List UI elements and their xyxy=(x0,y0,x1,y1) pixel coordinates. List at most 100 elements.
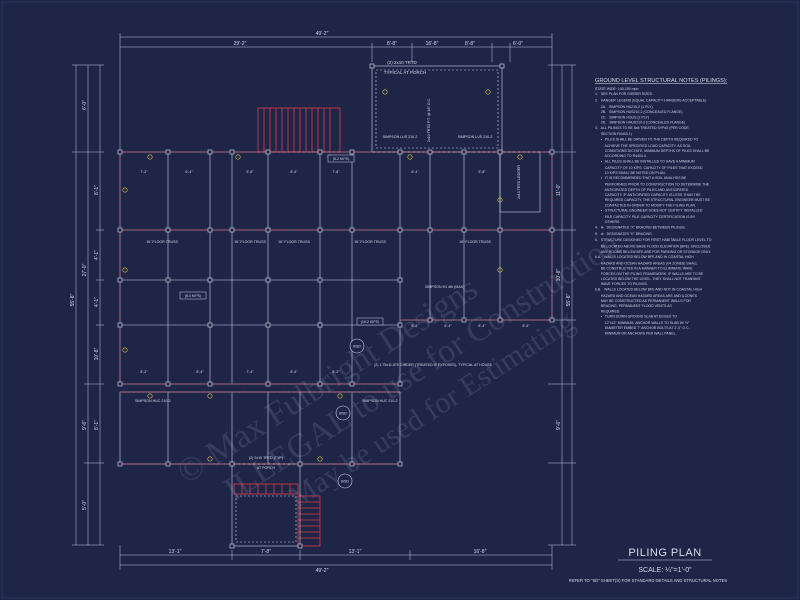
note-line: 4. ⊗ DESIGNATES "X" BRACING BETWEEN PILI… xyxy=(595,225,686,229)
floor-truss-5: 16" FLOOR TRUSS xyxy=(459,240,491,244)
simpson-h1-label: SIMPSON H1 4th (MAX) xyxy=(425,285,464,289)
bay-lower-2: 6'-4" xyxy=(196,370,204,374)
bay-lower-1: 8'-2" xyxy=(140,370,148,374)
note-line: 5. ⊗ DESIGNATES "K" BRACING. xyxy=(595,232,653,236)
dim-top-mid3: 8'-8" xyxy=(465,41,475,47)
note-line: ACCORDING TO R4404.4. xyxy=(595,154,647,158)
note-line: REQUIRED. xyxy=(595,309,620,313)
dim-row-left-1: 8'-1" xyxy=(94,185,100,195)
dim-bottom-2: 7'-8" xyxy=(261,549,271,555)
note-line: SECTION R4403.1) xyxy=(595,132,632,136)
note-line: WAVE FORCES TO PILINGS. xyxy=(595,282,648,286)
note-line: • ALL PILES SHALL BE INSTALLED TO HAVE A… xyxy=(595,159,695,163)
dim-bottom-3: 13'-1" xyxy=(349,549,362,555)
dim-bottom-total: 49'-2" xyxy=(316,568,329,574)
detail-bubble-2: 8/SD xyxy=(339,412,347,416)
floor-truss-4: 16" FLOOR TRUSS xyxy=(354,240,386,244)
dim-left-1: 6'-0" xyxy=(82,100,88,110)
dim-bottom-1: 13'-1" xyxy=(169,549,182,555)
lower-porch-label: AT PORCH xyxy=(257,466,276,470)
dim-right-2: 10'-8" xyxy=(556,268,562,281)
dim-left-total: 55'-8" xyxy=(70,293,76,306)
porch-side-label: 2x10 TRTD P.T. @ 16" O.C. xyxy=(427,98,431,142)
note-line: CAPACITY. IF ANTICIPATED CAPACITY IS LES… xyxy=(595,193,701,197)
dim-top-mid: 8'-8" xyxy=(387,41,397,47)
note-line: 2A. SIMPSON HU210-2 (1 PLY) xyxy=(595,105,653,109)
bay-lower-3: 7'-4" xyxy=(246,370,254,374)
note-line: 6.A. WALLS LOCATED BELOW BFE AND IN COAS… xyxy=(595,255,694,259)
dim-left-4: 5'-0" xyxy=(82,500,88,510)
note-line: HAZARD AND OCEAN HAZARD AREAS (V4 ZONES)… xyxy=(595,261,698,265)
detail-bubble-1: 8/SD xyxy=(353,345,361,349)
drawing-title: PILING PLAN xyxy=(628,547,701,559)
note-line: HAZARD AND OCEAN HAZARD AREAS ARE AND A … xyxy=(595,294,698,298)
bay-east-2: 6'-4" xyxy=(444,324,452,328)
note-line: PERFORMED PRIOR TO CONSTRUCTION TO DETER… xyxy=(595,183,710,187)
note-line: OTHERS. xyxy=(595,220,620,224)
structural-notes: GROUND LEVEL STRUCTURAL NOTES (PILINGS):… xyxy=(595,78,728,335)
dim-top-right: 6'-0" xyxy=(513,41,523,47)
simpson-huc-2: SIMPSON HUC 210-2 xyxy=(362,399,398,403)
bay-upper-1: 7'-2" xyxy=(140,170,148,174)
dim-bottom-4: 16'-8" xyxy=(474,549,487,555)
plan-labels: (2) 2x10 TRTD TYPICAL AT PORCH 2x10 TRTD… xyxy=(135,60,521,470)
note-line: • TURN DOWN GROUND SLAB AT EDGES TO xyxy=(595,315,677,319)
dim-row-left-5: 8'-1" xyxy=(94,420,100,430)
note-line: 6. STRUCTURE DESIGNED FOR FIRST HABITABL… xyxy=(595,238,712,242)
dim-left-2: 27'-0" xyxy=(82,263,88,276)
note-line: CONTACTED IN ORDER TO MODIFY THE PILING … xyxy=(595,203,696,207)
note-line: 2B. SIMPSON HUS210-2 (CONCEALED FLANGE) xyxy=(595,110,683,114)
note-line: 10 KIPS SHALL BE NOTED ON PLAN. xyxy=(595,171,666,175)
dim-right-3: 9'-6" xyxy=(556,420,562,430)
bay-lower-5: 8'-2" xyxy=(332,370,340,374)
simpson-lus-1: SIMPSON LUS 210-2 xyxy=(383,135,418,139)
bay-upper-7: 5'-8" xyxy=(478,170,486,174)
dim-top-mid2: 16'-8" xyxy=(426,41,439,47)
note-line: 6.B. WALLS LOCATED BELOW BFE AND NOT IN … xyxy=(595,287,703,291)
dimension-lines xyxy=(72,33,576,570)
bay-lower-4: 6'-4" xyxy=(290,370,298,374)
note-line: STATE WIDE: 140-150 mph xyxy=(595,87,638,91)
note-line: BRACING. PERMANENT FLOOD VENTS AS xyxy=(595,304,672,308)
note-line: • IT IS RECOMMENDED THAT A SOIL ANALYSIS… xyxy=(595,176,687,180)
note-line: 2C. SIMPSON HGUS (2 PLY) xyxy=(595,115,649,119)
dim-row-left-2: 4'-1" xyxy=(94,250,100,260)
bay-upper-3: 5'-6" xyxy=(246,170,254,174)
simpson-huc-1: SIMPSON HUC 210-2 xyxy=(135,399,171,403)
dimension-text: 49'-2" 29'-2" 8'-8" 16'-8" 8'-8" 6'-0" 4… xyxy=(70,31,572,574)
note-line: • PILES SHALL BE DRIVEN TO THE DEPTH REQ… xyxy=(595,137,699,141)
pilings xyxy=(117,63,555,549)
note-line: 2D. SIMPSON HHUS210-2 (CONCEALED FLANGE) xyxy=(595,121,685,125)
bay-upper-5: 7'-8" xyxy=(332,170,340,174)
porch-top-label: TYPICAL AT PORCH xyxy=(384,70,426,75)
dim-row-left-3: 4'-1" xyxy=(94,297,100,307)
note-line: MINIMUM OR ANCHORS PER WALL PANEL. xyxy=(595,331,677,335)
kips-left-label: (6.5 KIPS) xyxy=(185,294,202,298)
note-line: 3. ALL PILINGS TO BE 8x8 TREATED SYP#2 (… xyxy=(595,126,689,130)
dim-row-left-4: 10'-8" xyxy=(94,347,100,360)
floor-truss-1: 16" FLOOR TRUSS xyxy=(146,240,178,244)
note-line: • STRUCTURAL ENGINEER DOES NOT CERTIFY I… xyxy=(595,209,703,213)
simpson-lus-2: SIMPSON LUS 210-2 xyxy=(458,135,493,139)
detail-bubbles xyxy=(335,338,365,489)
note-line: LOCATED BELOW THE LEVEL, THEY SHALL NOT … xyxy=(595,277,702,281)
watermark: © Max Fulbright Designs ILLEGAL to use f… xyxy=(171,225,627,514)
refer-note: REFER TO "SD" SHEET(S) FOR STANDARD DETA… xyxy=(569,578,728,583)
kips-mid-label: (16.2 KIPS) xyxy=(361,320,380,324)
east-ledger-label: 2x10 TRTD LEDGER xyxy=(517,165,521,199)
notes-title: GROUND LEVEL STRUCTURAL NOTES (PILINGS): xyxy=(595,78,728,84)
note-line: ANY ROOMS BELOW BFE ARE FOR PARKING OR S… xyxy=(595,250,711,254)
bay-east-4: 6'-4" xyxy=(522,324,530,328)
bay-east-1: 6'-4" xyxy=(411,324,419,328)
dim-right-total: 55'-8" xyxy=(566,293,572,306)
dim-top-left: 29'-2" xyxy=(234,41,247,47)
bay-upper-6: 6'-4" xyxy=(411,170,419,174)
floor-truss-3: 16" FLOOR TRUSS xyxy=(278,240,310,244)
bay-east-3: 6'-4" xyxy=(478,324,486,328)
floor-truss-2: 16" FLOOR TRUSS xyxy=(234,240,266,244)
note-line: PILE CAPACITY. PILE CAPACITY CERTIFICATI… xyxy=(595,215,696,219)
kips-top-label: (5.2 KIPS) xyxy=(333,157,350,161)
detail-bubble-3: 8/SD xyxy=(341,480,349,484)
